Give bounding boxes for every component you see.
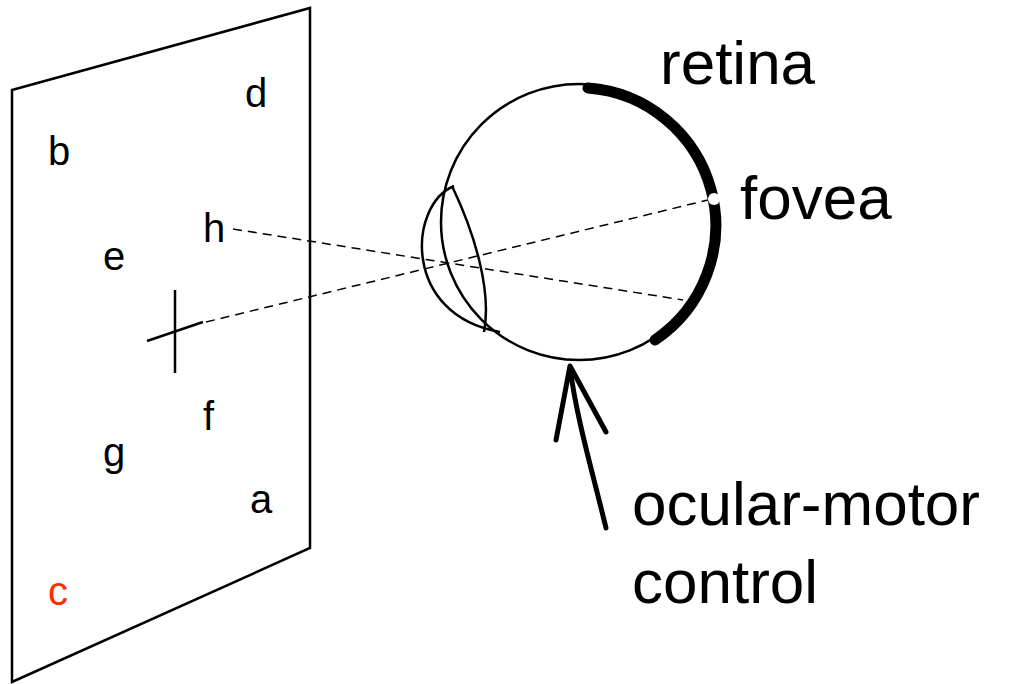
cornea	[422, 186, 500, 332]
retina-arc	[588, 88, 716, 340]
part-label: fovea	[740, 167, 892, 229]
control-arrowhead	[556, 366, 606, 440]
lens	[452, 186, 486, 332]
part-label: retina	[660, 32, 815, 94]
point-letter: a	[250, 479, 272, 519]
fovea-dot	[708, 193, 720, 205]
point-letter: g	[103, 432, 125, 472]
fixation-cross	[147, 322, 203, 341]
point-letter: f	[203, 396, 214, 436]
control-arrow	[570, 368, 606, 528]
point-letter: e	[103, 236, 125, 276]
display-plane	[12, 8, 310, 682]
point-letter: h	[203, 208, 225, 248]
point-letter: d	[245, 73, 267, 113]
point-letter: b	[48, 131, 70, 171]
eyeball	[441, 84, 717, 360]
point-letter: c	[48, 571, 68, 611]
sight-line	[206, 199, 712, 322]
part-label: ocular-motor control	[632, 465, 1007, 620]
